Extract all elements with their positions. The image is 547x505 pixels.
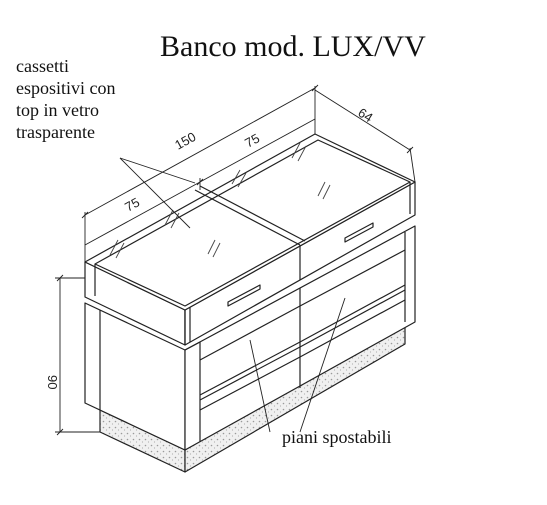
dim-drawer-width-left: 75 — [122, 194, 142, 214]
drawing-title: Banco mod. LUX/VV — [160, 30, 426, 63]
shelves-callout: piani spostabili — [282, 427, 392, 447]
dim-depth: 64 — [355, 105, 375, 125]
dim-drawer-width-right: 75 — [242, 130, 262, 150]
leader-lines — [119, 157, 346, 433]
drawers-callout-line: cassetti — [16, 56, 69, 76]
drawers-callout-line: top in vetro — [16, 100, 99, 120]
dim-height: 90 — [45, 375, 60, 389]
drawers-callout-line: trasparente — [16, 122, 95, 142]
dim-total-width: 150 — [172, 129, 198, 153]
drawers-callout: cassetti espositivi con top in vetro tra… — [16, 55, 116, 143]
dimension-lines — [55, 84, 416, 436]
display-drawers — [84, 133, 416, 346]
drawers-callout-line: espositivi con — [16, 78, 116, 98]
cabinet-body — [84, 225, 416, 451]
movable-shelves — [199, 249, 406, 411]
glass-hatching — [109, 142, 331, 259]
drawer-handles — [227, 222, 374, 307]
